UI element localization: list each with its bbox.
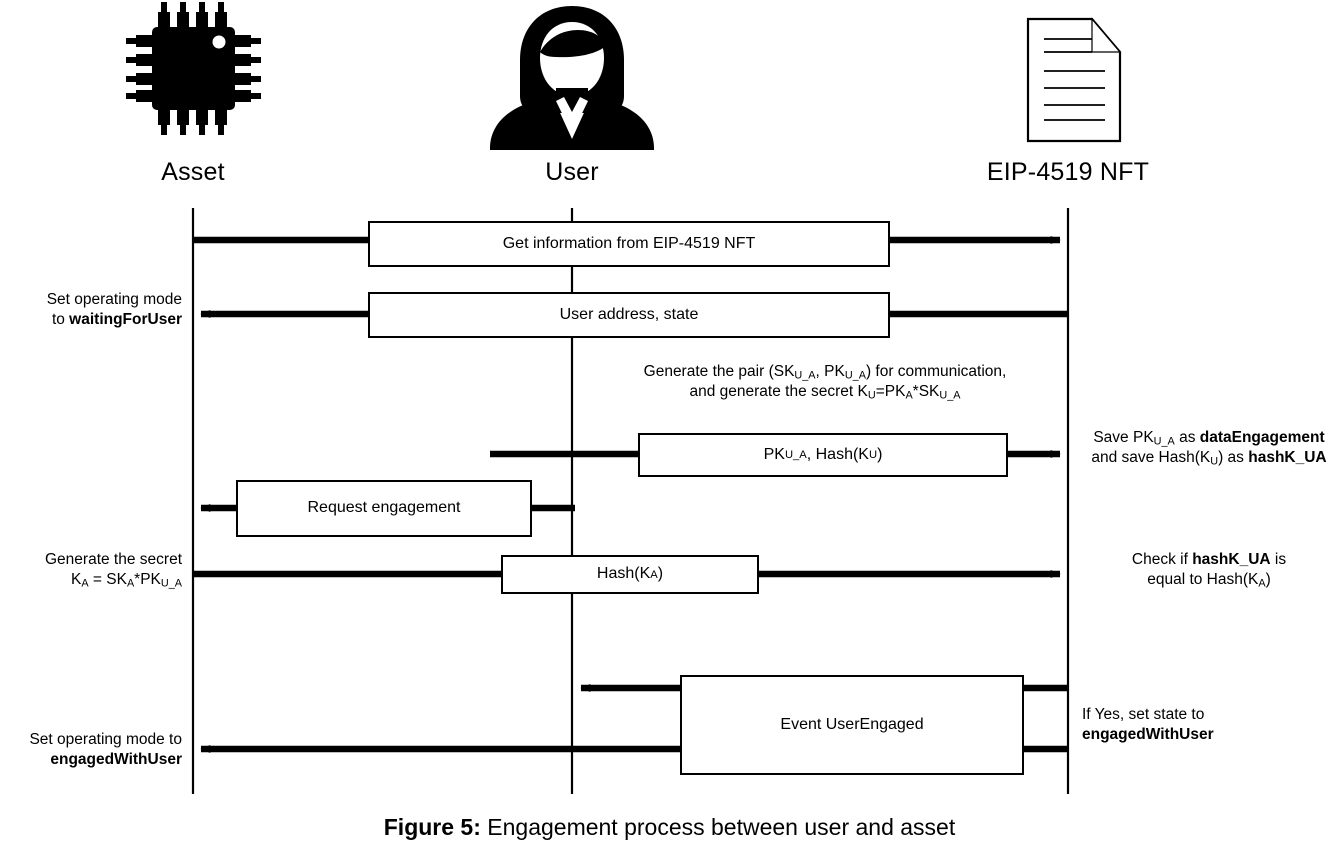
note-line-1: Set operating mode to: [29, 731, 182, 748]
message-arrow-request-engagement: [200, 480, 575, 537]
message-label-event-user-engaged: Event UserEngaged: [780, 715, 924, 733]
message-label-get-information: Get information from EIP-4519 NFT: [502, 234, 756, 252]
figure-caption-text: Engagement process between user and asse…: [480, 814, 956, 840]
message-arrow-get-information: [193, 221, 1061, 267]
message-label-user-address-state: User address, state: [559, 305, 699, 323]
message-arrow-hash-ka: [193, 555, 1061, 594]
figure-caption-prefix: Figure 5:: [383, 814, 481, 840]
message-arrow-user-address-state: [200, 292, 1068, 338]
note-generate-pair: Generate the pair (SKU_A, PKU_A) for com…: [580, 362, 1070, 403]
note-line-2: to waitingForUser: [51, 311, 182, 329]
note-generate-secret-ka: Generate the secret KA = SKA*PKU_A: [0, 550, 182, 591]
actor-label-asset: Asset: [161, 158, 225, 186]
microchip-icon: [126, 2, 261, 135]
note-line-1: Check if hashK_UA is: [1131, 551, 1287, 568]
note-line-1: Save PKU_A as dataEngagement: [1093, 429, 1325, 448]
note-line-2: and generate the secret KU=PKA*SKU_A: [689, 383, 961, 402]
note-set-operating-mode-engaged: Set operating mode to engagedWithUser: [0, 730, 182, 771]
user-avatar-icon: [490, 6, 654, 150]
actor-label-user: User: [545, 158, 599, 186]
note-line-1: Set operating mode: [46, 291, 182, 308]
note-line-2: and save Hash(KU) as hashK_UA: [1091, 449, 1327, 468]
note-line-2: engagedWithUser: [1082, 726, 1214, 744]
actor-label-nft: EIP-4519 NFT: [986, 158, 1150, 186]
note-line-1: Generate the pair (SKU_A, PKU_A) for com…: [643, 363, 1007, 382]
note-if-yes-set-state: If Yes, set state to engagedWithUser: [1082, 705, 1332, 746]
note-line-1: Generate the secret: [45, 551, 182, 568]
note-line-2: KA = SKA*PKU_A: [71, 571, 182, 590]
note-line-2: equal to Hash(KA): [1147, 571, 1271, 590]
note-save-data-engagement: Save PKU_A as dataEngagement and save Ha…: [1080, 428, 1338, 469]
note-check-hash: Check if hashK_UA is equal to Hash(KA): [1080, 550, 1338, 591]
message-arrow-pk-hash: [490, 433, 1061, 477]
message-box-event-user-engaged: [680, 675, 1024, 775]
message-label-request-engagement: Request engagement: [307, 499, 461, 517]
figure-caption: Figure 5: Engagement process between use…: [0, 814, 1339, 841]
note-line-2: engagedWithUser: [50, 751, 182, 769]
note-line-1: If Yes, set state to: [1082, 706, 1205, 723]
note-set-operating-mode-waiting: Set operating mode to waitingForUser: [0, 290, 182, 331]
document-icon: [1026, 17, 1122, 143]
